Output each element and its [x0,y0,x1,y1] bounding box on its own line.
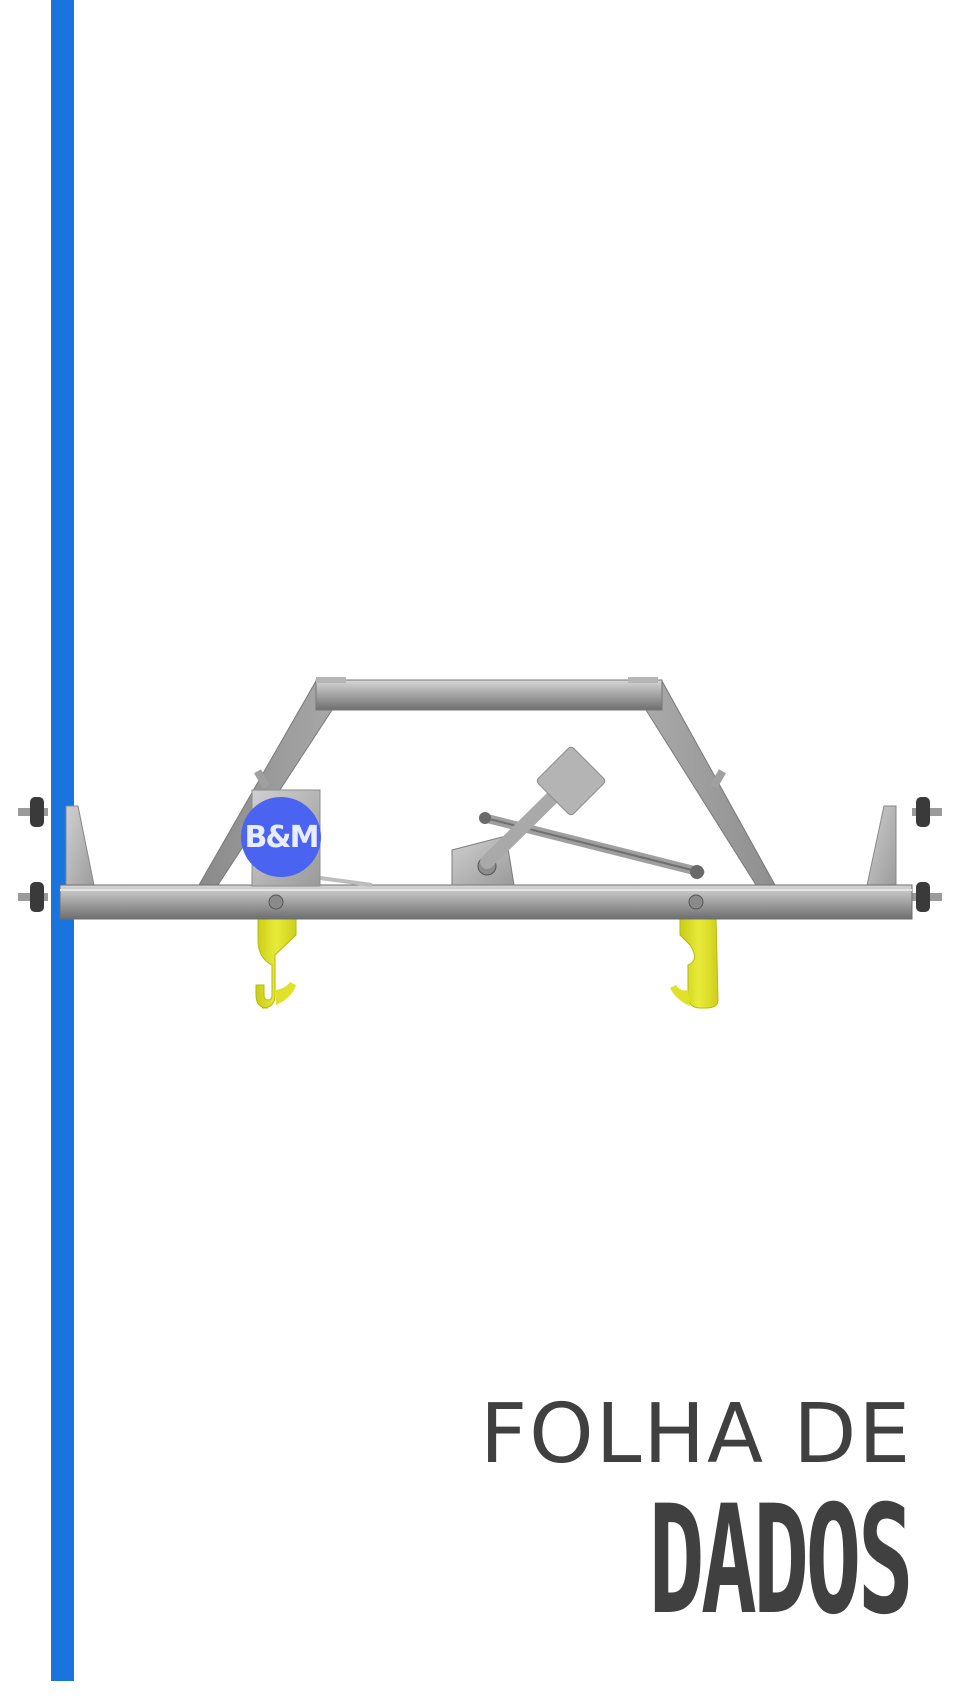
cover-title: FOLHA DE DADOS [480,1387,914,1649]
right-roller-bracket [865,797,942,912]
logo-text: B&M [244,819,320,855]
main-beam [59,884,913,920]
accent-bar [51,0,74,1681]
title-line-2: DADOS [648,1474,914,1648]
left-hook [255,917,297,1009]
arm-mechanism [319,746,705,887]
trapezoid-frame [198,677,776,886]
lifting-frame-illustration [18,677,942,1009]
title-line-1: FOLHA DE [480,1387,913,1482]
right-hook [670,917,719,1009]
left-roller-bracket [18,797,96,912]
bm-logo: B&M [241,797,321,877]
